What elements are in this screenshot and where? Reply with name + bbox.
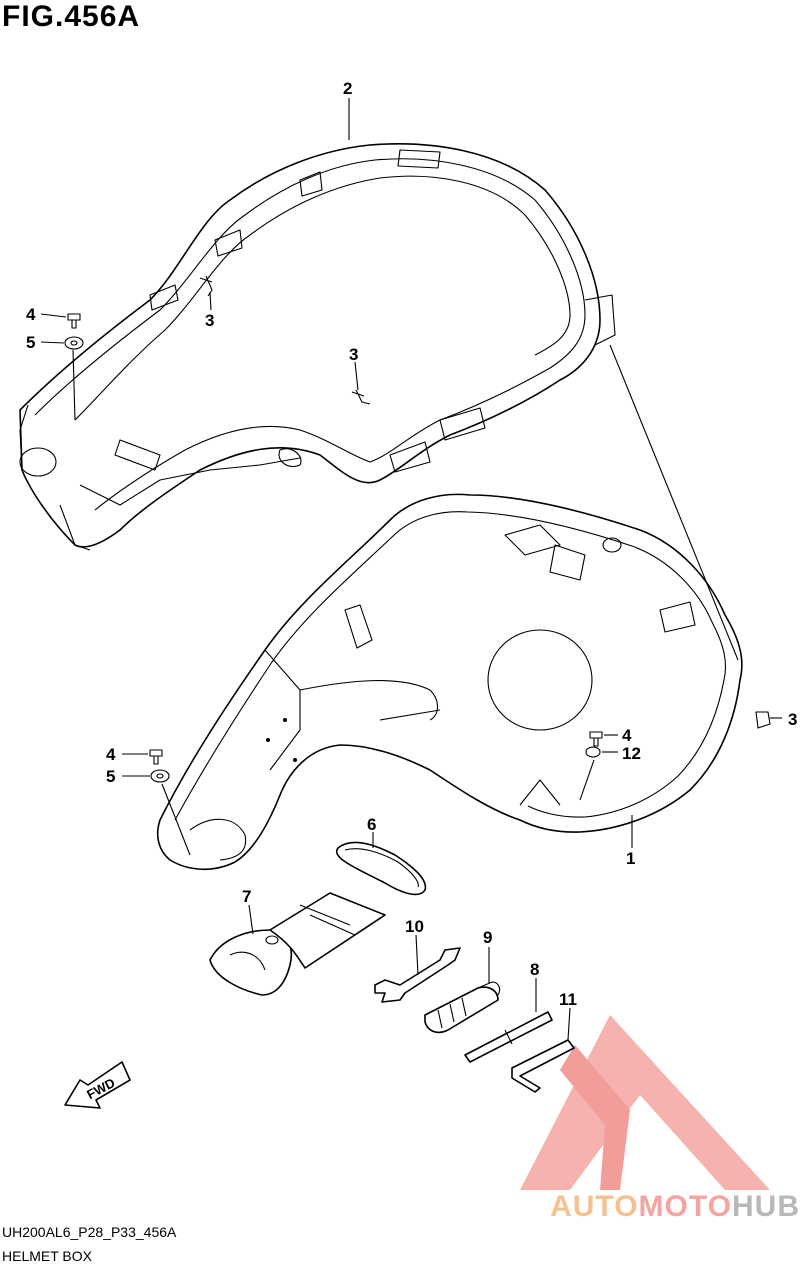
figure-name: HELMET BOX xyxy=(2,1248,92,1264)
callout-12: 12 xyxy=(622,744,641,763)
fwd-arrow-icon: FWD xyxy=(64,1061,131,1109)
callout-3-middle: 3 xyxy=(349,345,358,364)
callout-5-lower: 5 xyxy=(106,767,115,786)
watermark-brand: AUTOMOTOHUB xyxy=(470,1190,800,1224)
figure-title: FIG.456A xyxy=(2,0,141,33)
callout-7: 7 xyxy=(242,887,251,906)
callout-2: 2 xyxy=(343,79,352,98)
washer-5-lower-icon xyxy=(150,769,170,783)
watermark-logo-icon xyxy=(520,1015,770,1190)
callout-labels: 2 3 3 3 4 5 4 5 4 12 1 6 7 10 9 8 11 xyxy=(26,79,797,1009)
callout-4-lower: 4 xyxy=(106,745,116,764)
part-1-helmet-box-tub xyxy=(156,493,743,871)
bolt-4-lower-icon xyxy=(149,749,163,765)
part-11-hex-key xyxy=(511,1039,575,1093)
callout-6: 6 xyxy=(367,815,376,834)
part-2-cover-frame xyxy=(19,143,616,551)
washer-5-upper-icon xyxy=(64,336,84,350)
callout-11: 11 xyxy=(559,990,577,1009)
figure-code: UH200AL6_P28_P33_456A xyxy=(2,1224,177,1240)
bolt-4-upper-icon xyxy=(67,313,81,329)
leader-lines xyxy=(40,98,782,1041)
callout-3-upper: 3 xyxy=(205,311,214,330)
callout-3-right: 3 xyxy=(788,710,797,729)
callout-1: 1 xyxy=(626,849,635,868)
part-7-tool-bag xyxy=(209,892,386,996)
nut-12-icon xyxy=(585,746,601,758)
brand-moto: MOTO xyxy=(638,1190,732,1223)
screw-3-middle-icon xyxy=(351,389,371,405)
screw-3-upper-icon xyxy=(199,275,213,297)
callout-10: 10 xyxy=(405,917,424,936)
callout-4-upper: 4 xyxy=(26,305,36,324)
callout-5-upper: 5 xyxy=(26,333,35,352)
fwd-label: FWD xyxy=(84,1075,117,1102)
callout-4-right: 4 xyxy=(622,726,632,745)
brand-auto: AUTO xyxy=(550,1190,639,1223)
bolt-4-right-icon xyxy=(589,731,603,747)
part-8-screwdriver-shaft xyxy=(464,1011,553,1063)
screw-3-right-icon xyxy=(755,711,771,729)
part-6-seal-band xyxy=(335,841,427,896)
part-9-screwdriver-handle xyxy=(424,981,501,1034)
callout-8: 8 xyxy=(530,960,539,979)
brand-hub: HUB xyxy=(732,1190,800,1223)
callout-9: 9 xyxy=(483,928,492,947)
